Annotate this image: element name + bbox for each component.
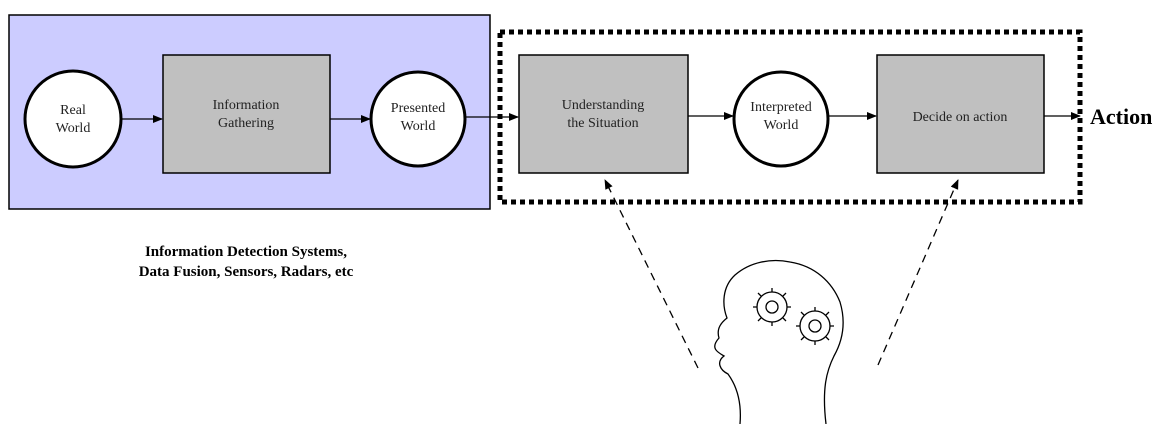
dashed-arrow-to-decide [877,179,959,366]
node-information-gathering: Information Gathering [162,54,331,174]
real-world-line-2: World [56,121,91,136]
understanding-line-1: Understanding [562,98,644,113]
node-presented-world: Presented World [369,70,467,168]
head-with-gears-icon [714,259,844,424]
understanding-line-2: the Situation [567,116,638,131]
real-world-line-1: Real [60,103,86,118]
node-decide-on-action: Decide on action [876,54,1045,174]
interpreted-world-line-1: Interpreted [750,100,811,115]
presented-world-line-2: World [401,119,436,134]
action-label: Action [1090,104,1152,129]
information-gathering-line-2: Gathering [218,116,274,131]
caption-line-1: Information Detection Systems, [145,244,347,260]
dashed-arrow-to-understanding [604,179,699,369]
decide-on-action-label: Decide on action [913,110,1008,125]
node-interpreted-world: Interpreted World [732,70,830,168]
node-real-world: Real World [23,69,123,169]
node-understanding-situation: Understanding the Situation [518,54,689,174]
presented-world-line-1: Presented [391,101,445,116]
caption-line-2: Data Fusion, Sensors, Radars, etc [139,264,354,280]
information-gathering-line-1: Information [213,98,280,113]
interpreted-world-line-2: World [764,118,799,133]
